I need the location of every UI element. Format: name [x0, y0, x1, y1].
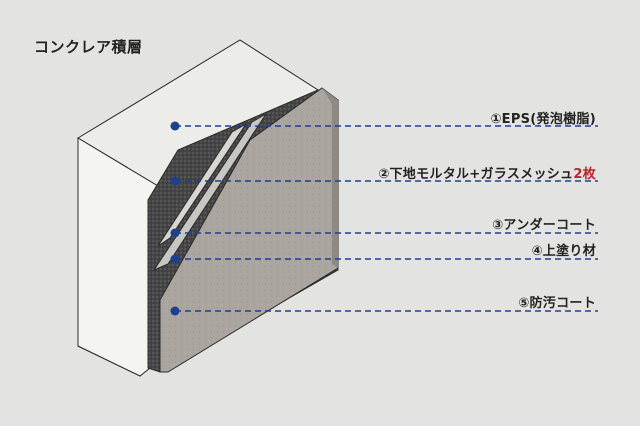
layer-label-eps: ①EPS(発泡樹脂) [490, 108, 596, 127]
layer-marker-2 [170, 176, 180, 186]
leader-lines [175, 125, 598, 312]
layer-label-antifouling-text: ⑤防汚コート [518, 296, 596, 311]
layer-marker-5 [170, 306, 180, 316]
layer-label-mortar: ②下地モルタル+ガラスメッシュ2枚 [378, 163, 596, 182]
diagram-title: コンクレア積層 [34, 38, 143, 56]
layer-label-topcoat: ④上塗り材 [531, 240, 596, 259]
layer-label-undercoat-text: ③アンダーコート [492, 218, 596, 233]
glass-mesh-strip-2 [152, 113, 267, 272]
layer-label-undercoat: ③アンダーコート [492, 214, 596, 233]
layer-label-topcoat-text: ④上塗り材 [531, 244, 596, 259]
layer-label-mortar-text: ②下地モルタル+ガラスメッシュ [378, 167, 574, 182]
layer-label-antifouling: ⑤防汚コート [518, 292, 596, 311]
layer-marker-3 [170, 228, 180, 238]
layer-label-mortar-accent: 2枚 [573, 167, 596, 182]
layer-marker-1 [170, 121, 180, 131]
finish-coat-edge [322, 88, 338, 268]
layer-marker-4 [170, 254, 180, 264]
layer-label-eps-text: ①EPS(発泡樹脂) [490, 112, 596, 127]
glass-mesh-strip-1 [157, 123, 247, 247]
layer-markers [170, 121, 180, 316]
